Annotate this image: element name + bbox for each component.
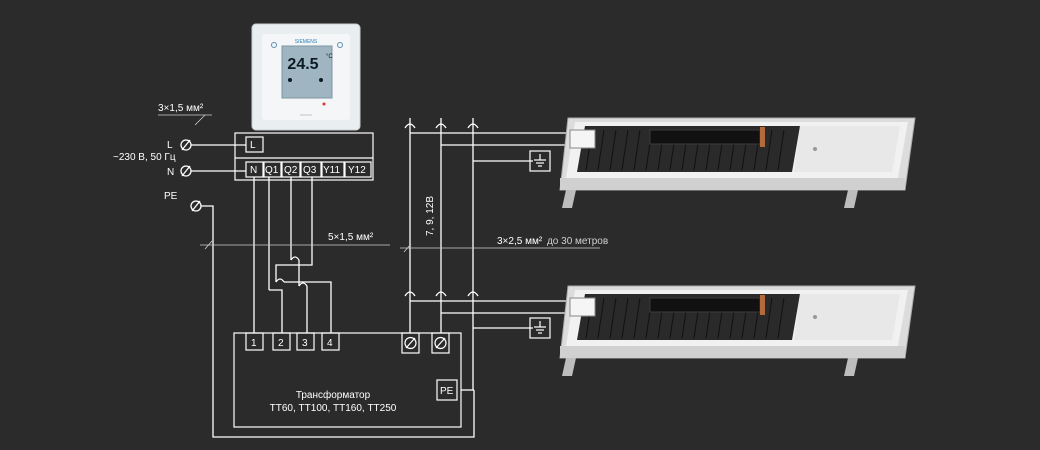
svg-text:Y11: Y11: [323, 165, 340, 176]
low-voltage-cable-label: 3×2,5 мм² до 30 метров: [497, 236, 608, 247]
block-terminal-y11: [321, 161, 345, 178]
mains-wiring: 5×1,5 мм²: [191, 144, 475, 438]
terminal-pe-symbol: [190, 200, 202, 212]
terminal-l-symbol: [180, 139, 192, 151]
svg-text:L: L: [250, 140, 256, 151]
floor-convector: [559, 117, 916, 208]
svg-text:Y12: Y12: [348, 165, 366, 176]
ground-icon: [529, 317, 551, 339]
floor-convector: [559, 285, 916, 376]
svg-text:PE: PE: [440, 386, 454, 397]
transformer-output-terminal-1: [401, 332, 420, 354]
mains-supply: 3×1,5 мм² ~230 В, 50 Гц L N PE: [113, 103, 212, 212]
thermostat-terminal-block: L N Q1 Q2 Q3 Y11 Y12: [234, 132, 374, 181]
thermostat-temperature: 24.5: [287, 56, 318, 73]
svg-text:Q3: Q3: [303, 165, 317, 176]
svg-text:Q2: Q2: [284, 165, 298, 176]
svg-text:N: N: [250, 165, 257, 176]
transformer-terminal-1: [245, 332, 264, 351]
supply-voltage-label: ~230 В, 50 Гц: [113, 152, 176, 163]
transformer-title: Трансформатор: [296, 389, 371, 401]
block-terminal-q1: [263, 161, 282, 178]
terminal-n-symbol: [180, 165, 192, 177]
status-led: [322, 102, 326, 106]
terminal-label-pe: PE: [164, 191, 178, 202]
terminal-label-n: N: [167, 167, 174, 178]
svg-text:1: 1: [251, 338, 257, 349]
low-voltage-bus: 3×2,5 мм² до 30 метров 7, 9, 12В: [400, 118, 608, 390]
thermostat-unit: °C: [326, 54, 333, 60]
transformer-pe-terminal: [436, 379, 458, 401]
transformer-output-terminal-2: [431, 332, 450, 354]
sun-icon: [288, 78, 292, 82]
power-button[interactable]: [271, 42, 277, 48]
svg-text:4: 4: [327, 338, 333, 349]
mode-button[interactable]: [337, 42, 343, 48]
room-thermostat: SIEMENS 24.5 °C: [251, 23, 361, 131]
ground-icon: [529, 150, 551, 172]
transformer-terminal-4: [321, 332, 340, 351]
svg-text:3: 3: [302, 338, 308, 349]
block-terminal-y12: [344, 161, 372, 178]
transformer-models: ТТ60, ТТ100, ТТ160, ТТ250: [270, 403, 397, 414]
transformer-terminal-2: [272, 332, 291, 351]
five-core-cable-label: 5×1,5 мм²: [328, 232, 374, 243]
svg-text:Q1: Q1: [265, 165, 279, 176]
thermostat-display: [281, 45, 333, 99]
transformer-terminal-3: [296, 332, 315, 351]
terminal-label-l: L: [167, 140, 173, 151]
dc-voltage-label: 7, 9, 12В: [425, 196, 436, 236]
svg-text:2: 2: [278, 338, 284, 349]
transformer: 1 2 3 4 PE Трансформатор ТТ60, ТТ100, ТТ…: [233, 332, 462, 428]
block-terminal-q3: [300, 161, 322, 178]
fan-icon: [319, 78, 323, 82]
thermostat-brand: SIEMENS: [295, 39, 318, 45]
supply-cable-label: 3×1,5 мм²: [158, 103, 204, 114]
